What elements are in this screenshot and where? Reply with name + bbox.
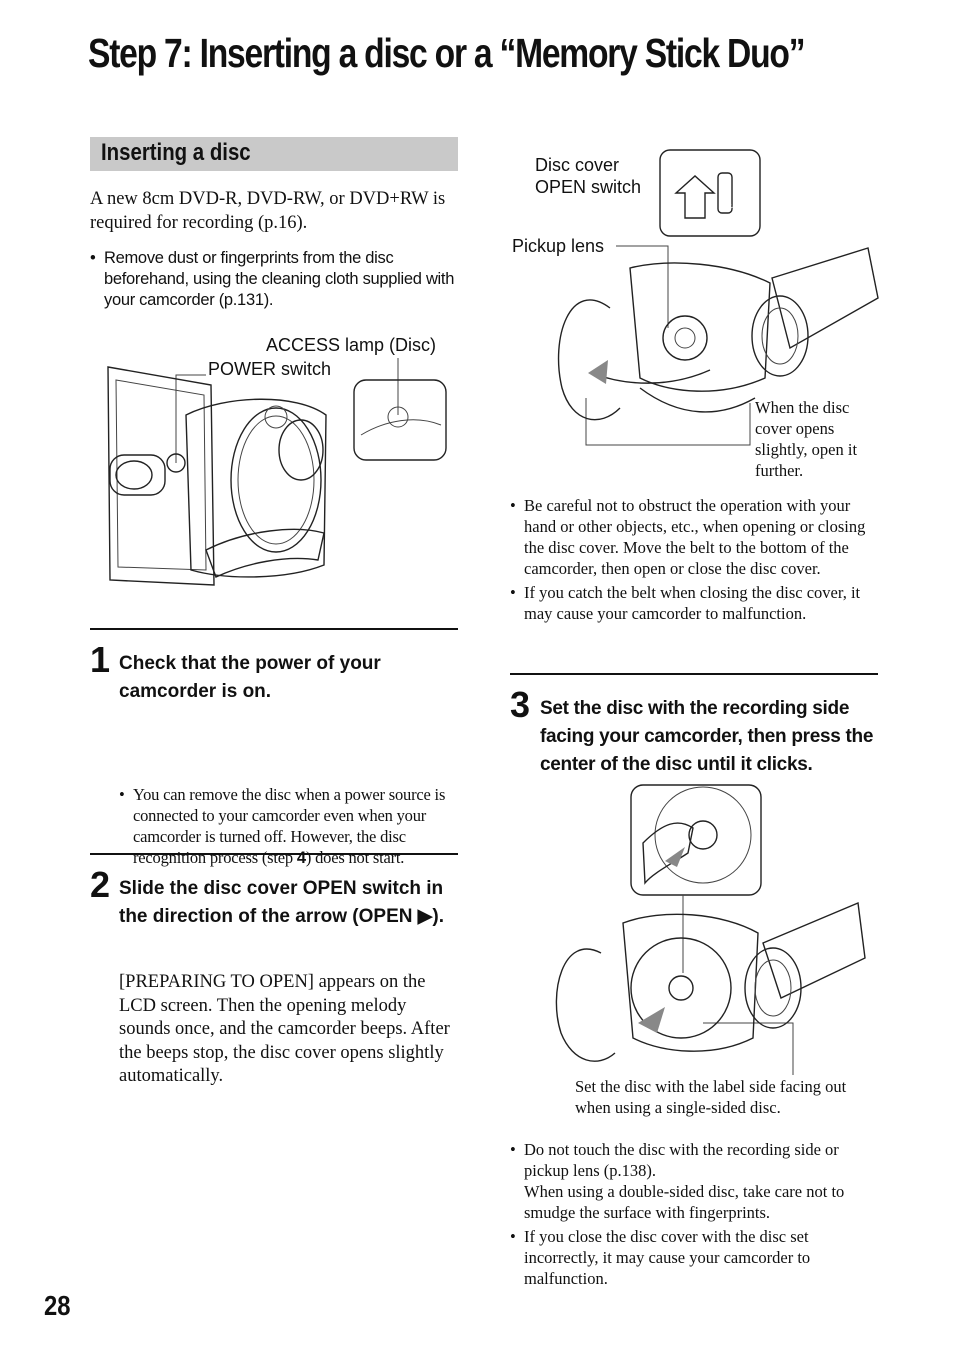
cover-opens-note: When the disc cover opens slightly, open…: [755, 398, 858, 480]
disc-insertion-illustration: [555, 784, 866, 1075]
section-heading: Inserting a disc: [101, 139, 251, 166]
step2-title: Slide the disc cover OPEN switch in the …: [119, 878, 444, 927]
bottom-note-1b: When using a double-sided disc, take car…: [524, 1182, 845, 1222]
right-note-item: Be careful not to obstruct the operation…: [510, 495, 882, 579]
step1-note-b: ) does not start.: [305, 848, 405, 867]
step1-note-a: You can remove the disc when a power sou…: [133, 785, 446, 867]
dust-note-text: Remove dust or fingerprints from the dis…: [104, 249, 455, 309]
step1-number: 1: [90, 639, 111, 680]
right-note-text: Be careful not to obstruct the operation…: [524, 496, 866, 578]
step1-note: You can remove the disc when a power sou…: [119, 784, 473, 869]
bottom-note-item: Do not touch the disc with the recording…: [510, 1139, 882, 1223]
bottom-notes: Do not touch the disc with the recording…: [510, 1139, 882, 1289]
disc-cover-label-2: OPEN switch: [535, 177, 642, 197]
step2-rule: [90, 853, 458, 855]
bottom-note-1a: Do not touch the disc with the recording…: [524, 1140, 839, 1180]
step3-number: 3: [510, 684, 531, 725]
open-switch-marking: OPEN: [717, 190, 733, 211]
step3-title: Set the disc with the recording side fac…: [540, 698, 874, 775]
camcorder-front-illustration: [107, 358, 447, 586]
right-note-item: If you catch the belt when closing the d…: [510, 582, 882, 624]
right-notes: Be careful not to obstruct the operation…: [510, 495, 882, 624]
dust-note: Remove dust or fingerprints from the dis…: [90, 248, 472, 311]
step2-number: 2: [90, 864, 111, 905]
access-lamp-label: ACCESS lamp (Disc): [266, 335, 437, 355]
bottom-note-item: If you close the disc cover with the dis…: [510, 1226, 882, 1289]
disc-cover-label-1: Disc cover: [535, 155, 620, 175]
section-heading-bar: [90, 137, 458, 171]
step1-title: Check that the power of your camcorder i…: [119, 653, 381, 702]
camcorder-open-cover-illustration: OPEN: [557, 149, 879, 446]
step1-rule: [90, 628, 458, 630]
bottom-note-2: If you close the disc cover with the dis…: [524, 1227, 811, 1288]
fig3-caption: Set the disc with the label side facing …: [575, 1077, 847, 1117]
right-note-text: If you catch the belt when closing the d…: [524, 583, 861, 623]
step3-rule: [510, 673, 878, 675]
step1-note-bold: 4: [296, 849, 306, 867]
page-number: 28: [44, 1290, 71, 1321]
power-switch-label: POWER switch: [208, 359, 332, 379]
step2-body: [PREPARING TO OPEN] appears on the LCD s…: [119, 972, 450, 1086]
pickup-lens-label: Pickup lens: [512, 236, 605, 256]
intro-text: A new 8cm DVD-R, DVD-RW, or DVD+RW is re…: [90, 189, 446, 233]
page-title: Step 7: Inserting a disc or a “Memory St…: [88, 30, 806, 76]
